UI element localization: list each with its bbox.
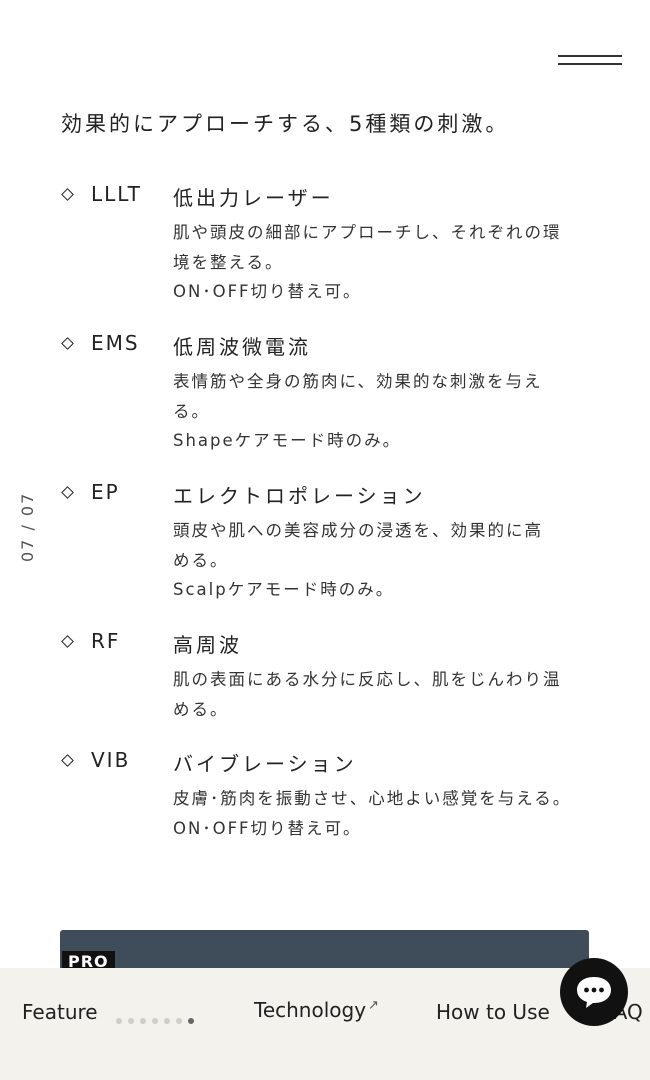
progress-dot bbox=[164, 1018, 170, 1024]
menu-line bbox=[558, 63, 622, 65]
stimulus-description: 肌や頭皮の細部にアプローチし、それぞれの環 境を整える。 ON･OFF切り替え可… bbox=[173, 218, 593, 307]
stimulus-code: VIB bbox=[91, 748, 131, 772]
diamond-bullet-icon bbox=[61, 486, 74, 499]
stimulus-code: EP bbox=[91, 480, 120, 504]
diamond-bullet-icon bbox=[61, 337, 74, 350]
progress-dot bbox=[152, 1018, 158, 1024]
description-line: ON･OFF切り替え可。 bbox=[173, 282, 362, 301]
nav-how-to-use[interactable]: How to Use bbox=[436, 1000, 550, 1024]
section-heading: 効果的にアプローチする、5種類の刺激。 bbox=[61, 112, 510, 136]
page-indicator: 07 / 07 bbox=[18, 491, 37, 562]
stimulus-description: 肌の表面にある水分に反応し、肌をじんわり温 める。 bbox=[173, 665, 593, 724]
description-line: 皮膚･筋肉を振動させ、心地よい感覚を与える。 bbox=[173, 789, 572, 808]
description-line: ON･OFF切り替え可。 bbox=[173, 818, 362, 838]
pro-badge: PRO bbox=[62, 951, 115, 972]
stimulus-description: 頭皮や肌への美容成分の浸透を、効果的に高 める。 Scalpケアモード時のみ。 bbox=[173, 516, 593, 605]
stimulus-description: 皮膚･筋肉を振動させ、心地よい感覚を与える。 ON･OFF切り替え可。 bbox=[173, 784, 593, 843]
stimulus-code: LLLT bbox=[91, 182, 142, 206]
stimulus-item-ems: EMS 低周波微電流 表情筋や全身の筋肉に、効果的な刺激を与え る。 Shape… bbox=[61, 331, 601, 456]
stimulus-item-rf: RF 高周波 肌の表面にある水分に反応し、肌をじんわり温 める。 bbox=[61, 629, 601, 724]
progress-dot bbox=[128, 1018, 134, 1024]
description-line: 肌や頭皮の細部にアプローチし、それぞれの環 bbox=[173, 223, 562, 242]
description-line: Scalpケアモード時のみ。 bbox=[173, 580, 395, 599]
description-line: 頭皮や肌への美容成分の浸透を、効果的に高 bbox=[173, 521, 543, 540]
nav-technology[interactable]: Technology↗ bbox=[254, 998, 379, 1022]
stimulus-name: 高周波 bbox=[173, 633, 242, 657]
description-line: Shapeケアモード時のみ。 bbox=[173, 431, 402, 450]
description-line: 肌の表面にある水分に反応し、肌をじんわり温 bbox=[173, 670, 562, 689]
diamond-bullet-icon bbox=[61, 635, 74, 648]
progress-dot bbox=[116, 1018, 122, 1024]
stimulus-code: EMS bbox=[91, 331, 140, 355]
menu-icon[interactable] bbox=[558, 53, 622, 67]
stimulus-name: エレクトロポレーション bbox=[173, 484, 426, 508]
description-line: める。 bbox=[173, 699, 229, 719]
nav-feature[interactable]: Feature bbox=[22, 1000, 98, 1024]
chat-icon[interactable] bbox=[560, 958, 628, 1026]
description-line: 表情筋や全身の筋肉に、効果的な刺激を与え bbox=[173, 372, 543, 391]
chat-bubble-icon bbox=[577, 977, 611, 1008]
progress-dot bbox=[140, 1018, 146, 1024]
feature-progress-dots bbox=[116, 1009, 200, 1024]
bottom-nav bbox=[0, 968, 650, 1080]
stimulus-name: 低出力レーザー bbox=[173, 186, 334, 210]
menu-line bbox=[558, 55, 622, 57]
description-line: める。 bbox=[173, 550, 229, 570]
stimulus-item-lllt: LLLT 低出力レーザー 肌や頭皮の細部にアプローチし、それぞれの環 境を整える… bbox=[61, 182, 601, 307]
diamond-bullet-icon bbox=[61, 754, 74, 767]
diamond-bullet-icon bbox=[61, 188, 74, 201]
stimulus-name: 低周波微電流 bbox=[173, 335, 311, 359]
description-line: 境を整える。 bbox=[173, 252, 284, 272]
nav-technology-label: Technology bbox=[254, 998, 367, 1022]
stimulus-item-ep: EP エレクトロポレーション 頭皮や肌への美容成分の浸透を、効果的に高 める。 … bbox=[61, 480, 601, 605]
progress-dot bbox=[188, 1018, 194, 1024]
stimulus-code: RF bbox=[91, 629, 121, 653]
stimulus-item-vib: VIB バイブレーション 皮膚･筋肉を振動させ、心地よい感覚を与える。 ON･O… bbox=[61, 748, 601, 843]
progress-dot bbox=[176, 1018, 182, 1024]
description-line: る。 bbox=[173, 401, 210, 421]
stimulus-name: バイブレーション bbox=[173, 752, 357, 776]
stimulus-description: 表情筋や全身の筋肉に、効果的な刺激を与え る。 Shapeケアモード時のみ。 bbox=[173, 367, 593, 456]
external-link-icon: ↗ bbox=[368, 998, 379, 1013]
